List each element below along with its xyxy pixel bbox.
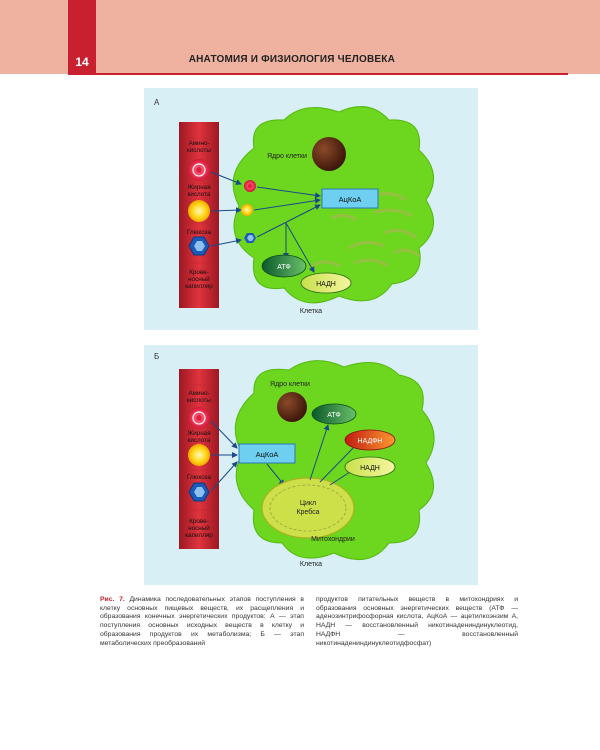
mitochondria-shapes bbox=[311, 192, 420, 268]
small-glucose-inner bbox=[247, 235, 254, 241]
nadh-label: НАДН bbox=[316, 281, 336, 288]
atp-label: АТФ bbox=[327, 412, 341, 419]
amino-acid-ring bbox=[192, 163, 206, 177]
running-title: АНАТОМИЯ И ФИЗИОЛОГИЯ ЧЕЛОВЕКА bbox=[188, 54, 395, 65]
caption-text-left: Динамика последовательных этапов поступл… bbox=[100, 596, 304, 647]
glucose-inner bbox=[194, 487, 205, 497]
acetyl-coa-label: АцКоА bbox=[256, 450, 279, 459]
mitochondrion bbox=[261, 477, 355, 539]
nadh-ellipse bbox=[344, 456, 396, 478]
figure-panel-a: А Ядро клетки Амино- кислоты Жирная кисл… bbox=[144, 88, 478, 330]
amino-acid-core bbox=[196, 167, 202, 173]
capillary-label-3: капилляр bbox=[185, 283, 213, 290]
capillary-label-1: Крове- bbox=[189, 518, 209, 525]
fatty-label-1: Жирная bbox=[187, 184, 210, 191]
figure-panel-b: Б Ядро клетки Амино- кислоты Жирная кисл… bbox=[144, 345, 478, 585]
figure-caption-right: продуктов питательных веществ в митохонд… bbox=[316, 596, 518, 648]
small-amino-core bbox=[248, 184, 252, 188]
nadh-label: НАДН bbox=[360, 465, 380, 472]
small-fatty-molecule bbox=[241, 204, 253, 216]
acetyl-arrows bbox=[210, 420, 238, 492]
header-rule bbox=[68, 73, 568, 75]
krebs-label-2: Кребса bbox=[296, 508, 319, 516]
capillary-label-1: Крове- bbox=[189, 269, 209, 276]
capillary-label-3: капилляр bbox=[185, 532, 213, 539]
amino-label-2: кислоты bbox=[187, 397, 211, 404]
glucose-inner bbox=[194, 241, 205, 251]
page-header-band bbox=[0, 0, 600, 74]
caption-text-right: продуктов питательных веществ в митохонд… bbox=[316, 596, 518, 647]
entry-arrows bbox=[210, 171, 242, 247]
atp-label: АТФ bbox=[277, 264, 291, 271]
nucleus-label: Ядро клетки bbox=[267, 153, 307, 160]
fatty-acid-molecule bbox=[188, 444, 210, 466]
capillary-label-2: носный bbox=[188, 275, 210, 283]
atp-ellipse bbox=[311, 403, 357, 425]
krebs-cycle-ring bbox=[269, 484, 347, 532]
mitochondria-label: Митохондрии bbox=[311, 536, 355, 543]
nadph-ellipse bbox=[344, 429, 396, 451]
glucose-label: Глюкоза bbox=[187, 229, 212, 236]
fatty-acid-molecule bbox=[188, 200, 210, 222]
fatty-label-1: Жирная bbox=[187, 430, 210, 437]
nadph-label: НАДФН bbox=[358, 438, 383, 445]
krebs-label-1: Цикл bbox=[300, 500, 316, 507]
capillary-stripes bbox=[179, 384, 219, 511]
nucleus-label: Ядро клетки bbox=[270, 381, 310, 388]
capillary-stripes bbox=[179, 137, 219, 264]
acetyl-arrows bbox=[253, 186, 321, 273]
figure-a-diagram: А Ядро клетки Амино- кислоты Жирная кисл… bbox=[154, 98, 434, 315]
acetyl-coa-label: АцКоА bbox=[339, 195, 362, 204]
cell-label: Клетка bbox=[300, 308, 322, 315]
cell-label: Клетка bbox=[300, 561, 322, 568]
nucleus bbox=[312, 137, 346, 171]
figure-label: Рис. 7. bbox=[100, 596, 125, 603]
panel-b-letter: Б bbox=[154, 352, 159, 361]
krebs-arrow bbox=[266, 463, 285, 486]
fatty-label-2: кислота bbox=[188, 437, 211, 444]
amino-acid-core bbox=[196, 415, 202, 421]
atp-ellipse bbox=[261, 254, 307, 278]
amino-label-2: кислоты bbox=[187, 147, 211, 154]
figure-b-diagram: Б Ядро клетки Амино- кислоты Жирная кисл… bbox=[154, 352, 435, 568]
amino-label-1: Амино- bbox=[188, 140, 209, 147]
amino-label-1: Амино- bbox=[188, 390, 209, 397]
figure-caption-left: Рис. 7. Динамика последовательных этапов… bbox=[100, 596, 304, 648]
amino-acid-ring bbox=[192, 411, 206, 425]
capillary-label-2: носный bbox=[188, 524, 210, 532]
acetyl-coa-box bbox=[238, 443, 296, 464]
glucose-label: Глюкоза bbox=[187, 474, 212, 481]
page-number: 14 bbox=[68, 0, 96, 74]
nadh-ellipse bbox=[300, 272, 352, 294]
nucleus bbox=[277, 392, 307, 422]
panel-a-letter: А bbox=[154, 98, 160, 107]
fatty-label-2: кислота bbox=[188, 191, 211, 198]
acetyl-coa-box bbox=[321, 188, 379, 209]
